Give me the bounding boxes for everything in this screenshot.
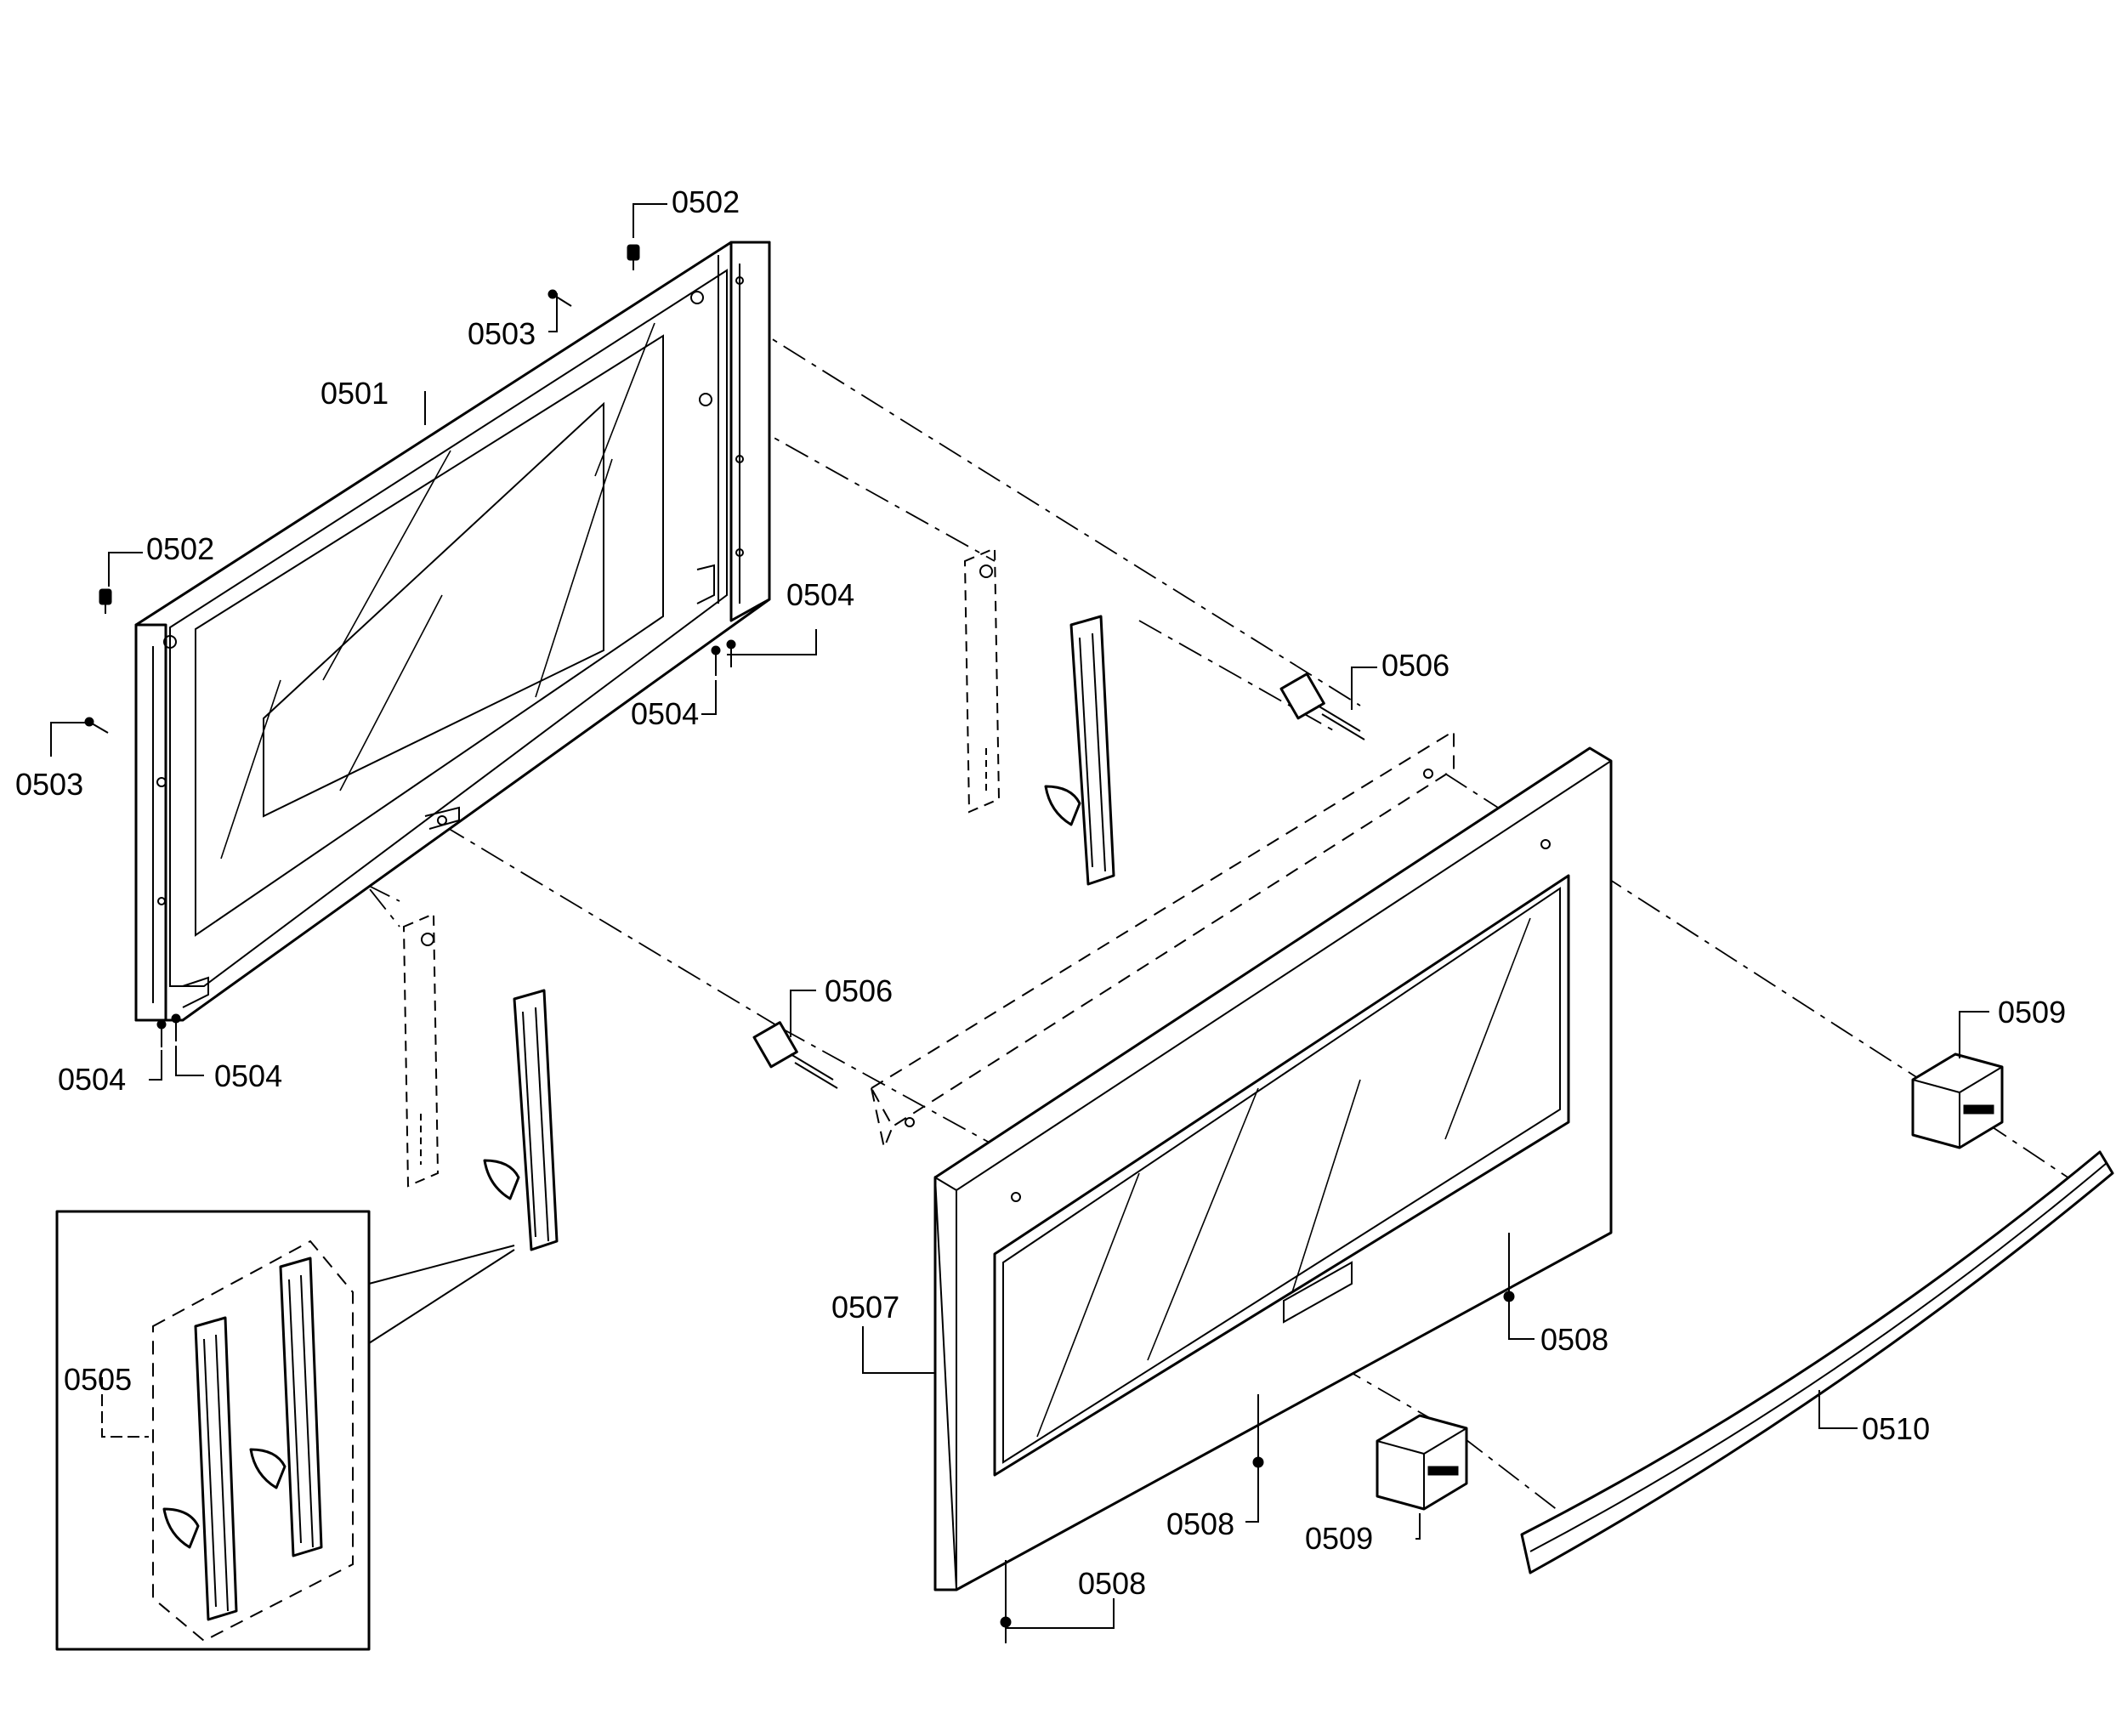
hinge-lower <box>402 912 559 1251</box>
spacer-0506-lower <box>752 1021 838 1089</box>
screw-0503-top <box>547 289 572 307</box>
label-0509-upper: 0509 <box>1998 995 2066 1030</box>
label-0508-right: 0508 <box>1540 1322 1608 1357</box>
inner-door-frame-0501 <box>134 241 771 1022</box>
screw-0502-left <box>99 588 112 614</box>
spacer-0506-upper <box>1279 672 1365 740</box>
label-0504-top-right: 0504 <box>786 577 854 612</box>
label-0502-left: 0502 <box>146 531 214 566</box>
handle-mount-0509-upper <box>1911 1052 2004 1149</box>
handle-mount-0509-lower <box>1376 1414 1468 1511</box>
handle-bar-0510 <box>1520 1150 2114 1574</box>
pins-0504-top <box>711 639 736 676</box>
label-0501: 0501 <box>321 376 389 411</box>
leader-lines <box>50 203 1989 1629</box>
screw-0503-left <box>84 717 109 734</box>
label-0506-lower: 0506 <box>825 973 893 1008</box>
hinge-upper <box>963 547 1115 886</box>
detail-inset-0505 <box>55 1210 515 1651</box>
label-0510: 0510 <box>1862 1411 1930 1446</box>
label-0509-lower: 0509 <box>1305 1521 1373 1556</box>
screw-0502-top <box>627 244 640 270</box>
label-0506-upper: 0506 <box>1381 648 1449 683</box>
label-0505: 0505 <box>64 1362 132 1397</box>
label-0507: 0507 <box>831 1290 899 1325</box>
label-0508-bottom: 0508 <box>1078 1566 1146 1601</box>
label-0504-bottom-left: 0504 <box>58 1062 126 1097</box>
label-0504-top-left: 0504 <box>631 696 699 731</box>
label-0502-top: 0502 <box>672 184 740 219</box>
outer-door-panel-0507 <box>933 746 1613 1591</box>
label-0508-middle: 0508 <box>1166 1506 1234 1541</box>
label-0504-bottom-right: 0504 <box>214 1058 282 1093</box>
pins-0504-bottom <box>156 1013 181 1047</box>
label-0503-left: 0503 <box>15 767 83 802</box>
part-labels: 0501 0502 0502 0503 0503 0504 0504 0504 … <box>15 184 2066 1601</box>
trim-strip-dashed <box>870 729 1455 1151</box>
label-0503-top: 0503 <box>468 316 536 351</box>
